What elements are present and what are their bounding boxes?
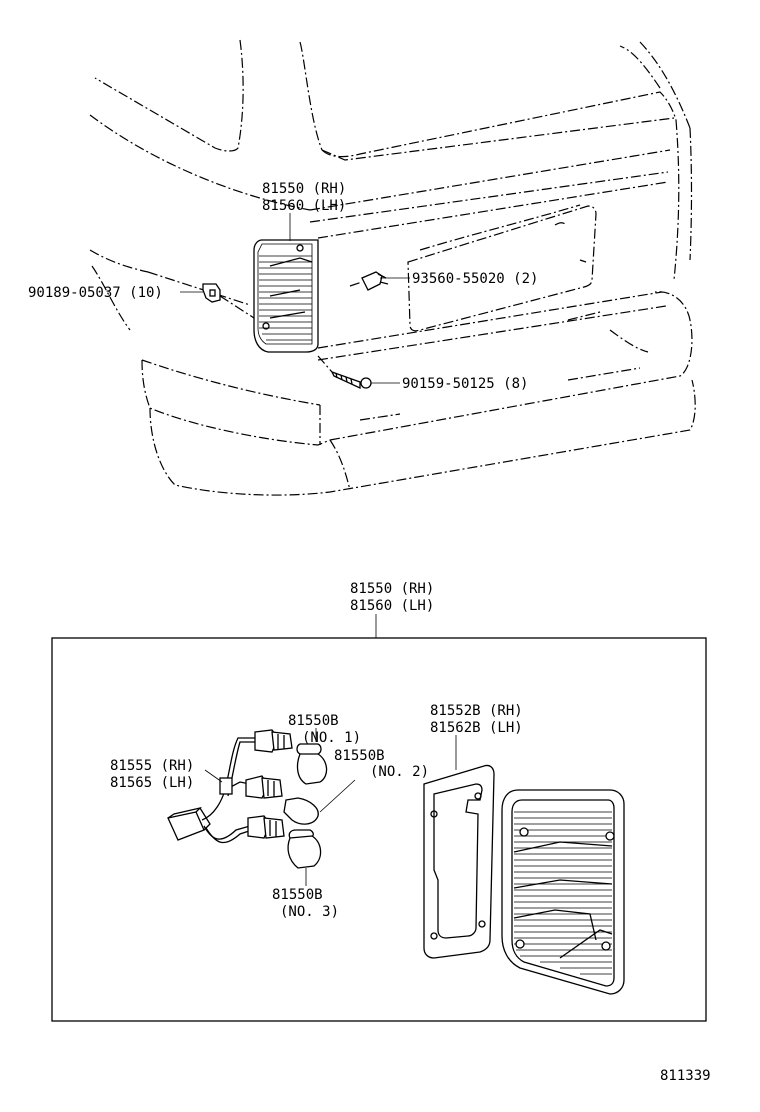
- plate-screw: [349, 271, 389, 291]
- bulb-3: [287, 829, 322, 869]
- detail-lamp-label-rh: 81550 (RH): [350, 581, 434, 597]
- clip-part: [202, 283, 255, 319]
- figure-number: 811339: [660, 1068, 711, 1084]
- socket-label-rh: 81555 (RH): [110, 758, 194, 774]
- bulb-3-part-label: 81550B: [272, 887, 323, 903]
- detail-frame: [51, 637, 707, 1022]
- vehicle-rear-outline: [89, 39, 696, 496]
- lamp-lens: [501, 789, 625, 995]
- detail-lamp-label-lh: 81560 (LH): [350, 598, 434, 614]
- detail-leader-lines: [204, 728, 457, 886]
- bulb-2-part-label: 81550B: [334, 748, 385, 764]
- upper-lamp-label-lh: 81560 (LH): [262, 198, 346, 214]
- bulb-1-part-label: 81550B: [288, 713, 339, 729]
- bulb-1-no-label: (NO. 1): [302, 730, 361, 746]
- gasket-label-lh: 81562B (LH): [430, 720, 523, 736]
- clip-label: 90189-05037 (10): [28, 285, 163, 301]
- bumper-screw: [317, 355, 372, 390]
- socket-2: [245, 775, 283, 799]
- bulb-3-no-label: (NO. 3): [280, 904, 339, 920]
- bulb-2-no-label: (NO. 2): [370, 764, 429, 780]
- gasket: [423, 764, 495, 959]
- upper-lamp-label-rh: 81550 (RH): [262, 181, 346, 197]
- bulb-2: [283, 797, 319, 825]
- upper-leader-lines: [180, 213, 410, 384]
- tail-lamp-installed: [253, 239, 319, 353]
- socket-label-lh: 81565 (LH): [110, 775, 194, 791]
- socket-wire-assembly: [167, 729, 293, 844]
- socket-1: [254, 729, 293, 753]
- plate-screw-label: 93560-55020 (2): [412, 271, 538, 287]
- socket-3: [247, 815, 285, 839]
- bumper-screw-label: 90159-50125 (8): [402, 376, 528, 392]
- bulb-1: [296, 743, 328, 785]
- gasket-label-rh: 81552B (RH): [430, 703, 523, 719]
